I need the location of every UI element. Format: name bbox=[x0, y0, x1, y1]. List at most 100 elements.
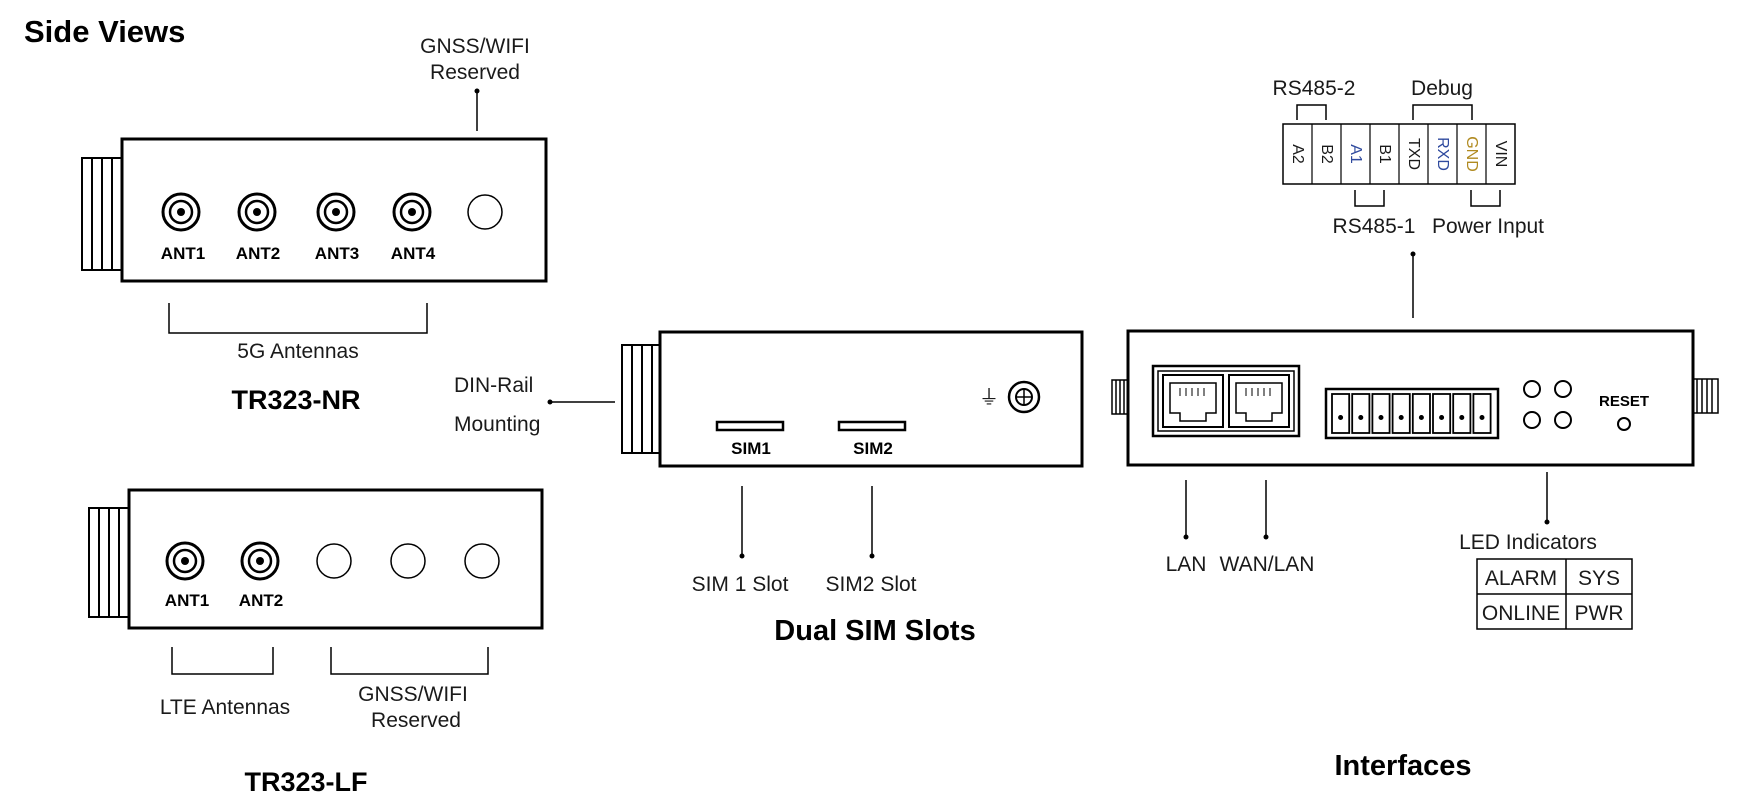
lf-port-label: ANT1 bbox=[165, 591, 209, 610]
terminal-screw-dot bbox=[1398, 415, 1404, 420]
reset-label: RESET bbox=[1599, 393, 1649, 410]
terminal-pin-label: RXD bbox=[1434, 137, 1451, 171]
terminal-pin-label: TXD bbox=[1405, 138, 1422, 170]
terminal-pin-label: A2 bbox=[1289, 144, 1306, 164]
led-table-cell: PWR bbox=[1575, 602, 1624, 625]
terminal-screw-dot bbox=[1358, 415, 1364, 420]
terminal-cell bbox=[1411, 393, 1431, 434]
terminal-pin-label: A1 bbox=[1347, 144, 1364, 164]
reserved-port-hole bbox=[467, 194, 503, 230]
nr-top-label-dot bbox=[474, 88, 480, 94]
nr-din-clip bbox=[81, 157, 125, 271]
tr323-nr-view: GNSS/WIFI Reserved ANT1 ANT2 ANT3 ANT4 5… bbox=[81, 35, 548, 415]
sim-din-clip bbox=[621, 344, 665, 454]
sma-connector-icon bbox=[316, 192, 356, 232]
power-input-bracket bbox=[1470, 190, 1501, 207]
sim-device-body bbox=[658, 330, 1084, 468]
terminal-screw-dot bbox=[1439, 415, 1445, 420]
led-table-cell: ALARM bbox=[1485, 567, 1557, 590]
wan-leader-dot bbox=[1263, 534, 1269, 540]
ground-screw-icon bbox=[1007, 380, 1041, 414]
terminal-pin-label: B1 bbox=[1376, 144, 1393, 164]
terminal-cell bbox=[1351, 393, 1371, 434]
power-input-label: Power Input bbox=[1432, 215, 1544, 238]
led-table-cell: ONLINE bbox=[1482, 602, 1560, 625]
terminal-pin-label: GND bbox=[1463, 136, 1480, 172]
dual-sim-view: DIN-Rail Mounting SIM1 SIM2 ⏚ SIM 1 Slot… bbox=[454, 330, 1084, 647]
dual-sim-caption: Dual SIM Slots bbox=[774, 615, 975, 647]
terminal-screw-dot bbox=[1378, 415, 1384, 420]
terminal-pin-label: VIN bbox=[1492, 141, 1509, 168]
terminal-cell bbox=[1452, 393, 1472, 434]
sim2-slot-callout: SIM2 Slot bbox=[825, 573, 916, 596]
nr-port-label: ANT1 bbox=[161, 244, 205, 263]
terminal-screw-dot bbox=[1459, 415, 1465, 420]
lf-model-label: TR323-LF bbox=[244, 767, 367, 797]
lf-antenna-ports bbox=[165, 541, 500, 581]
tr323-lf-view: ANT1 ANT2 LTE Antennas GNSS/WIFI Reserve… bbox=[88, 488, 544, 797]
lf-lte-label: LTE Antennas bbox=[160, 696, 290, 719]
rj45-port-icon bbox=[1228, 374, 1290, 428]
nr-model-label: TR323-NR bbox=[231, 385, 360, 415]
nr-top-label-line1: GNSS/WIFI bbox=[420, 35, 530, 58]
reserved-port-hole bbox=[316, 543, 352, 579]
reset-button-icon bbox=[1617, 417, 1631, 431]
nr-bracket-label: 5G Antennas bbox=[237, 340, 358, 363]
rs485-1-label: RS485-1 bbox=[1333, 215, 1416, 238]
led-indicator-holes bbox=[1523, 380, 1572, 429]
terminal-block bbox=[1324, 387, 1500, 440]
led-indicator-table: ALARM SYS ONLINE PWR bbox=[1476, 558, 1633, 630]
lf-port-label: ANT2 bbox=[239, 591, 283, 610]
right-side-knob bbox=[1691, 378, 1719, 414]
terminal-cell bbox=[1331, 393, 1351, 434]
sim2-slot bbox=[837, 420, 907, 432]
sim1-leader-dot bbox=[739, 553, 745, 559]
rj45-port-icon bbox=[1162, 374, 1224, 428]
nr-top-label-line2: Reserved bbox=[430, 61, 520, 84]
ethernet-ports bbox=[1151, 364, 1301, 438]
led-icon bbox=[1554, 380, 1572, 398]
ground-icon: ⏚ bbox=[979, 387, 999, 409]
nr-antenna-ports bbox=[161, 192, 503, 232]
sim1-slot-callout: SIM 1 Slot bbox=[692, 573, 789, 596]
sma-connector-icon bbox=[161, 192, 201, 232]
lan-label: LAN bbox=[1166, 553, 1207, 576]
wan-label: WAN/LAN bbox=[1220, 553, 1315, 576]
rs485-1-bracket bbox=[1354, 190, 1385, 207]
sma-connector-icon bbox=[237, 192, 277, 232]
terminal-cell bbox=[1432, 393, 1452, 434]
nr-port-label: ANT4 bbox=[391, 244, 436, 263]
terminal-cell bbox=[1371, 393, 1391, 434]
terminal-block-cells bbox=[1331, 393, 1492, 434]
led-table-cell: SYS bbox=[1578, 567, 1620, 590]
reserved-port-hole bbox=[464, 543, 500, 579]
terminal-screw-dot bbox=[1479, 415, 1485, 420]
nr-port-label: ANT3 bbox=[315, 244, 359, 263]
reserved-port-hole bbox=[390, 543, 426, 579]
sim2-leader-dot bbox=[869, 553, 875, 559]
lf-lte-bracket bbox=[171, 647, 274, 675]
sim1-slot bbox=[715, 420, 785, 432]
rs485-2-bracket bbox=[1296, 104, 1327, 120]
page-title: Side Views bbox=[24, 14, 185, 49]
debug-label: Debug bbox=[1411, 77, 1473, 100]
lf-gnss-label-line2: Reserved bbox=[371, 709, 461, 732]
sma-connector-icon bbox=[240, 541, 280, 581]
terminal-screw-dot bbox=[1418, 415, 1424, 420]
led-indicators-title: LED Indicators bbox=[1459, 531, 1597, 554]
terminal-screw-dot bbox=[1338, 415, 1344, 420]
lan-leader-dot bbox=[1183, 534, 1189, 540]
terminal-cell bbox=[1391, 393, 1411, 434]
sim1-slot-label: SIM1 bbox=[731, 439, 771, 458]
led-icon bbox=[1523, 411, 1541, 429]
led-icon bbox=[1523, 380, 1541, 398]
rs485-2-label: RS485-2 bbox=[1273, 77, 1356, 100]
sim2-slot-label: SIM2 bbox=[853, 439, 893, 458]
debug-bracket bbox=[1412, 104, 1473, 120]
led-icon bbox=[1554, 411, 1572, 429]
nr-port-label: ANT2 bbox=[236, 244, 280, 263]
